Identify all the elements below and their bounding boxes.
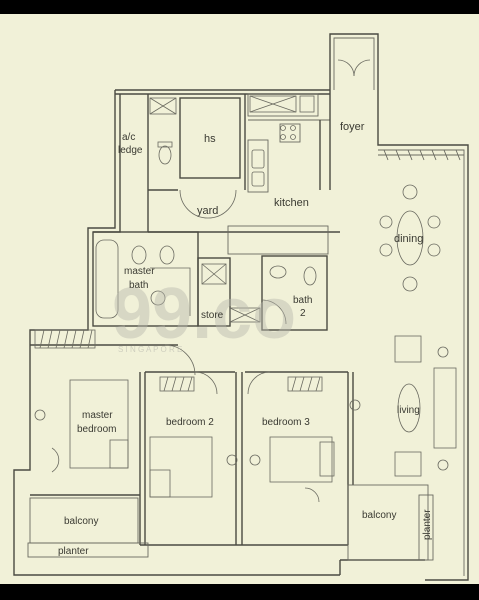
watermark: 99.co S I N G A P O R E (112, 274, 296, 354)
label-bath2-2: 2 (300, 308, 306, 319)
room-labels: a/c ledge hs foyer yard kitchen dining m… (58, 121, 433, 557)
label-kitchen: kitchen (274, 197, 309, 209)
watermark-subtext: S I N G A P O R E (118, 345, 182, 354)
label-master-bath: master (124, 266, 155, 277)
label-master-bedroom: master (82, 410, 113, 421)
bottom-frame-bar (0, 584, 479, 600)
label-store: store (201, 310, 224, 321)
label-living: living (397, 405, 420, 416)
watermark-logo: 99.co (112, 274, 296, 354)
label-planter-left: planter (58, 546, 89, 557)
foyer-window (378, 149, 464, 161)
label-foyer: foyer (340, 121, 365, 133)
label-dining: dining (394, 233, 423, 245)
label-planter-right: planter (422, 509, 433, 540)
label-balcony-left: balcony (64, 516, 98, 527)
label-hs: hs (204, 133, 216, 145)
top-frame-bar (0, 0, 479, 14)
label-master-bath-2: bath (129, 280, 148, 291)
label-ac-ledge: a/c (122, 132, 135, 143)
label-bath2: bath (293, 295, 312, 306)
label-bedroom2: bedroom 2 (166, 417, 214, 428)
label-balcony-right: balcony (362, 510, 396, 521)
label-ac-ledge-2: ledge (118, 145, 143, 156)
fixtures (34, 59, 457, 503)
label-master-bedroom-2: bedroom (77, 424, 116, 435)
interior-walls (27, 90, 434, 561)
label-bedroom3: bedroom 3 (262, 417, 310, 428)
label-yard: yard (197, 205, 218, 217)
